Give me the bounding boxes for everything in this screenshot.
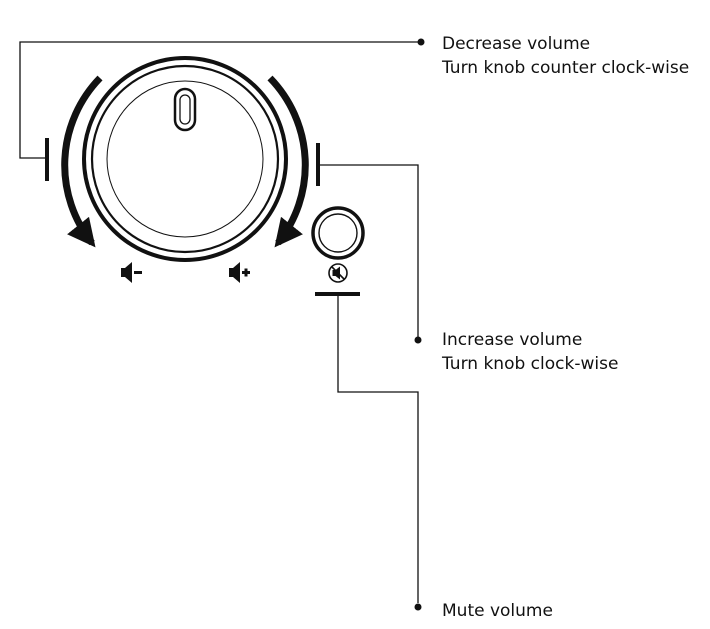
counter-clockwise-arrow [61, 75, 103, 248]
increase-leader-line [320, 164, 419, 338]
increase-volume-instruction: Turn knob clock-wise [442, 354, 619, 374]
decrease-leader-dot [417, 38, 425, 46]
increase-volume-label: Increase volume Turn knob clock-wise [442, 328, 618, 376]
decrease-volume-label: Decrease volume Turn knob counter clock-… [442, 32, 689, 80]
speaker-plus-icon [229, 262, 250, 283]
speaker-minus-icon [121, 262, 142, 283]
mute-button[interactable] [311, 206, 365, 260]
speaker-muted-icon [328, 263, 348, 283]
increase-leader-dot [414, 336, 422, 344]
volume-knob[interactable] [82, 56, 288, 262]
clockwise-arrow [267, 75, 309, 248]
mute-leader-dot [414, 603, 422, 611]
increase-volume-title: Increase volume [442, 330, 583, 350]
mute-leader-line [337, 296, 419, 603]
decrease-volume-title: Decrease volume [442, 34, 591, 54]
decrease-leader-line [19, 41, 419, 159]
mute-volume-label: Mute volume [442, 599, 553, 623]
decrease-volume-instruction: Turn knob counter clock-wise [442, 58, 690, 78]
mute-volume-title: Mute volume [442, 601, 553, 621]
